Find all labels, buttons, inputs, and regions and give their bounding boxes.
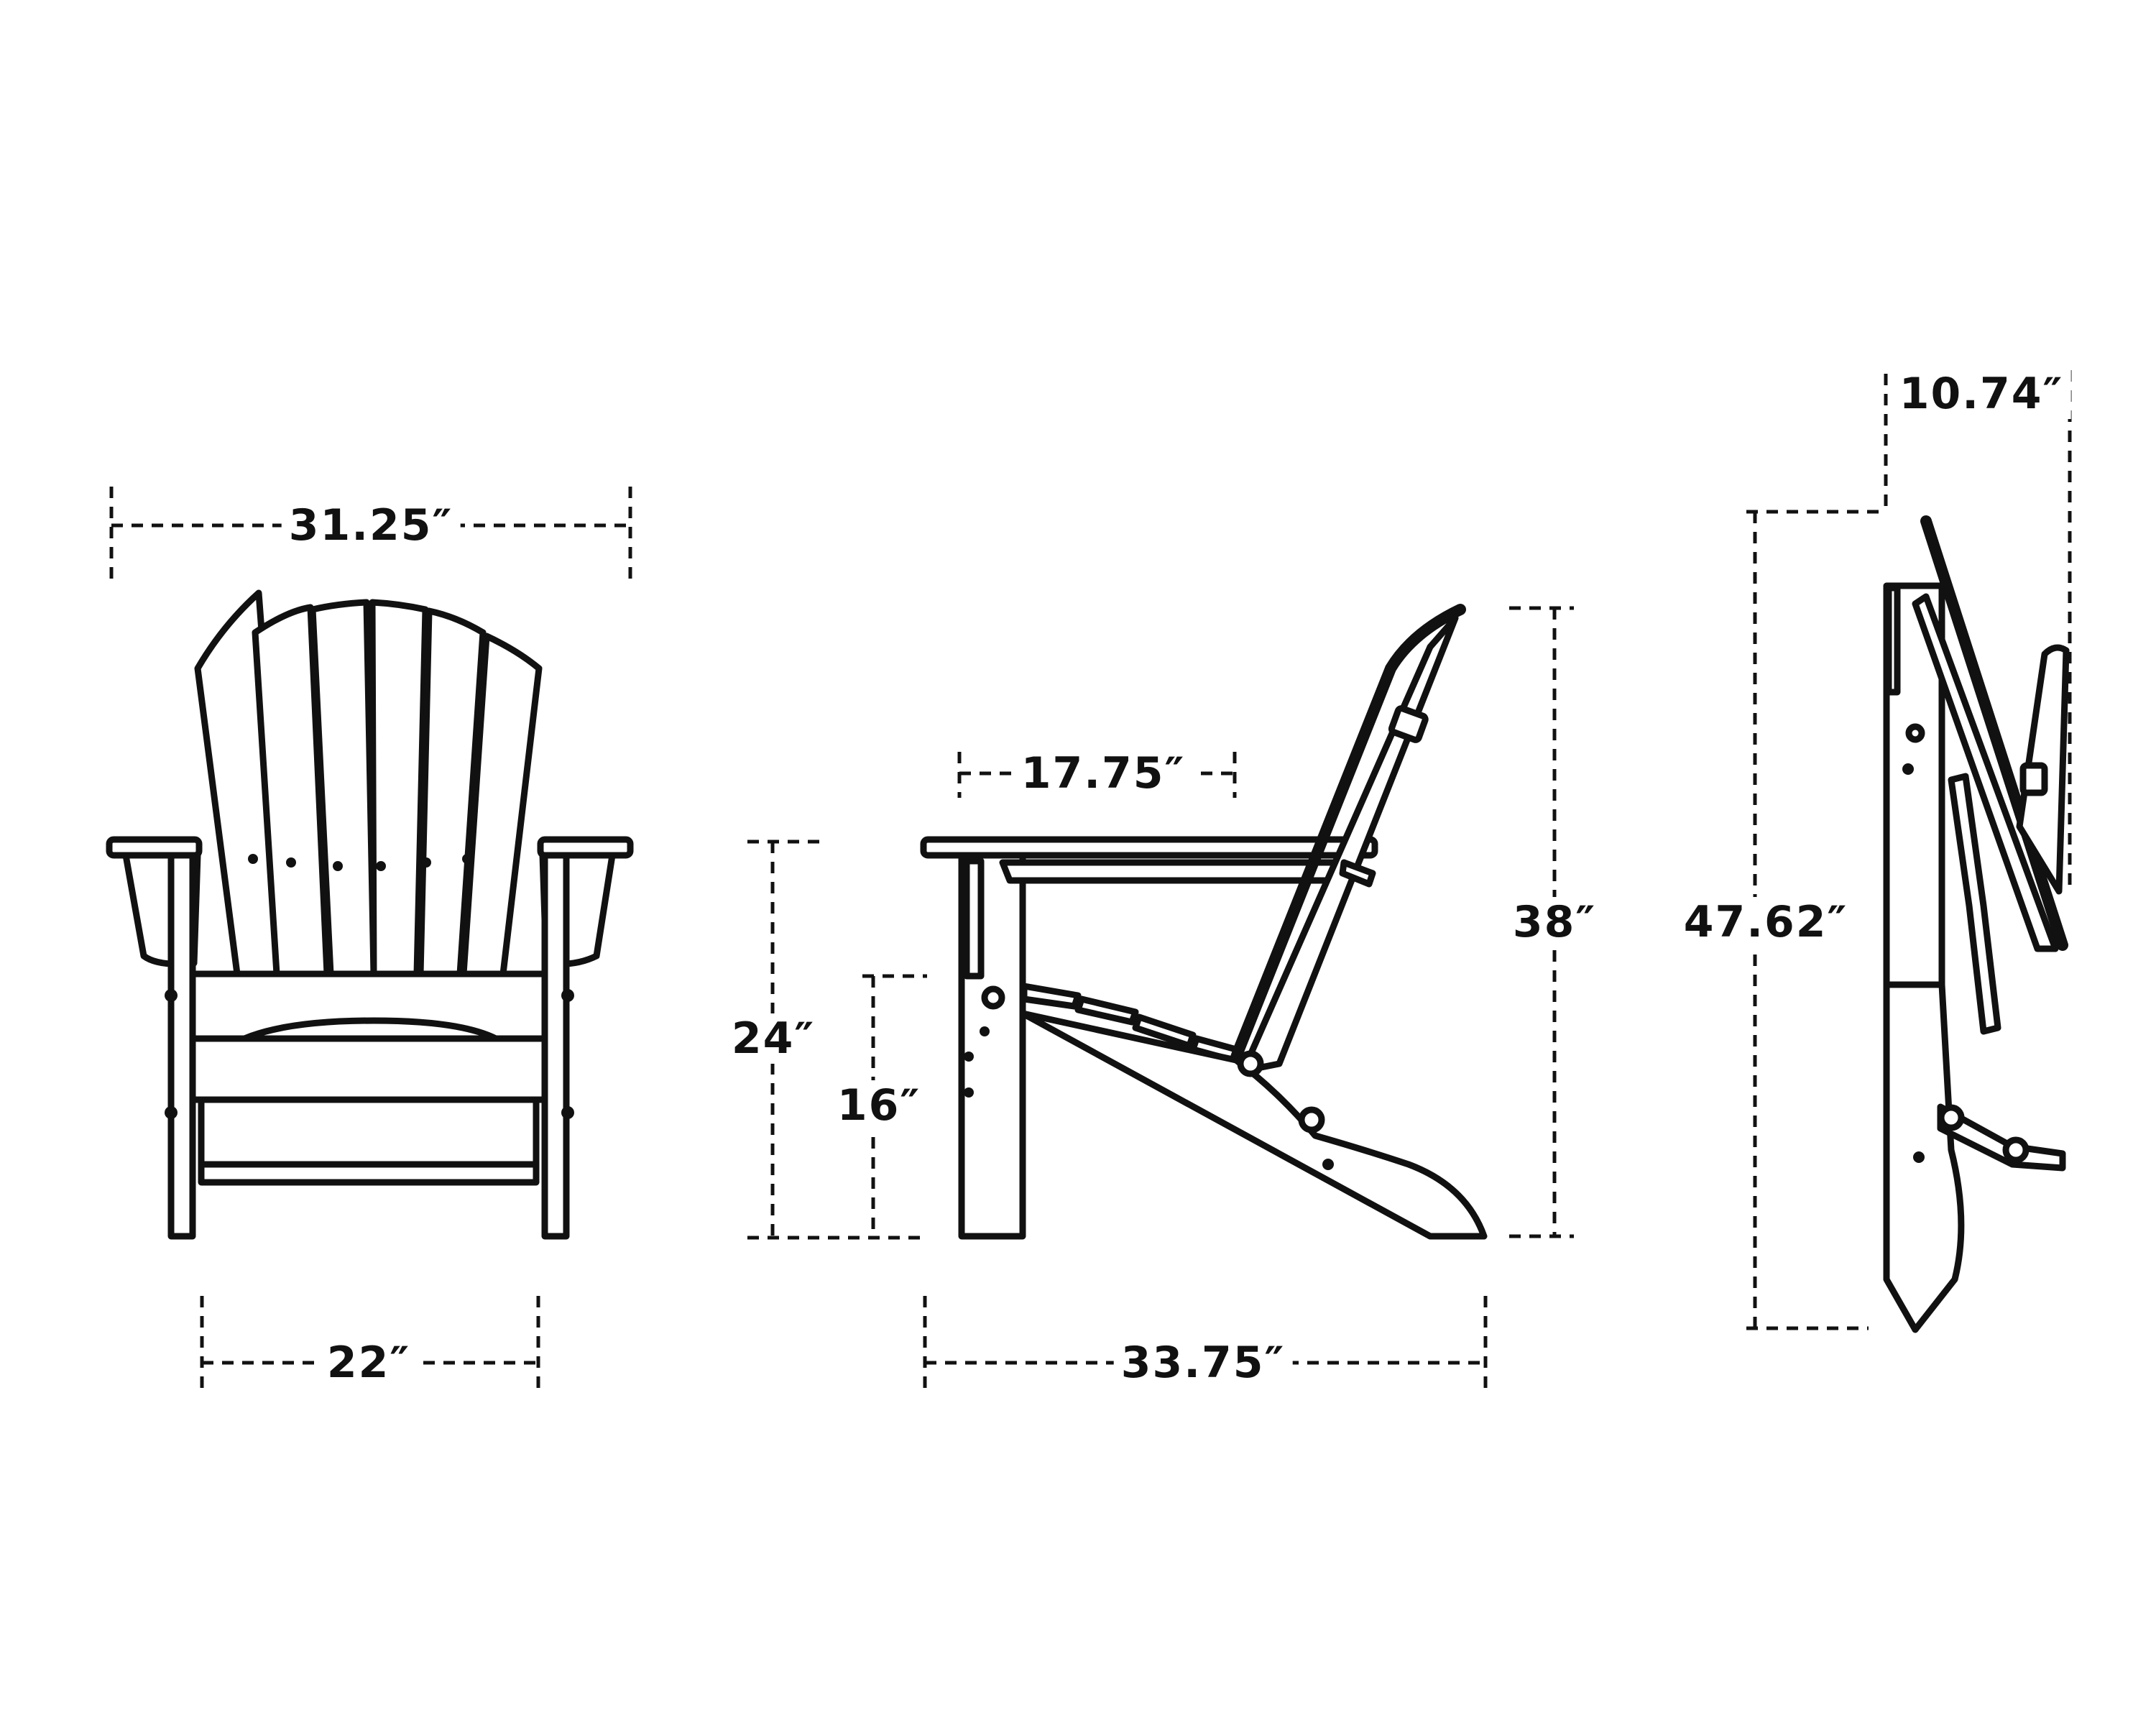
side-arm-height-label: 24″ — [724, 1013, 823, 1064]
folded-depth-label: 10.74″ — [1892, 369, 2071, 419]
side-seat-depth-label: 17.75″ — [1013, 748, 1193, 799]
side-seat-height-label: 16″ — [829, 1080, 929, 1131]
front-width-label: 31.25″ — [281, 500, 461, 551]
side-view-chair — [920, 604, 1488, 1240]
front-view-chair — [106, 589, 634, 1240]
front-seat-width-label: 22″ — [319, 1338, 418, 1388]
folded-depth-dimension-line — [1884, 370, 2072, 891]
front-width-dimension-line — [109, 487, 632, 584]
folded-height-label: 47.62″ — [1676, 897, 1856, 947]
side-height-label: 38″ — [1505, 897, 1604, 947]
side-arm-height-dimension-line — [747, 840, 927, 1240]
side-depth-label: 33.75″ — [1113, 1338, 1293, 1388]
side-height-dimension-line — [1509, 606, 1574, 1238]
side-depth-dimension-line — [923, 1296, 1488, 1394]
folded-view-chair — [1883, 515, 2070, 1333]
